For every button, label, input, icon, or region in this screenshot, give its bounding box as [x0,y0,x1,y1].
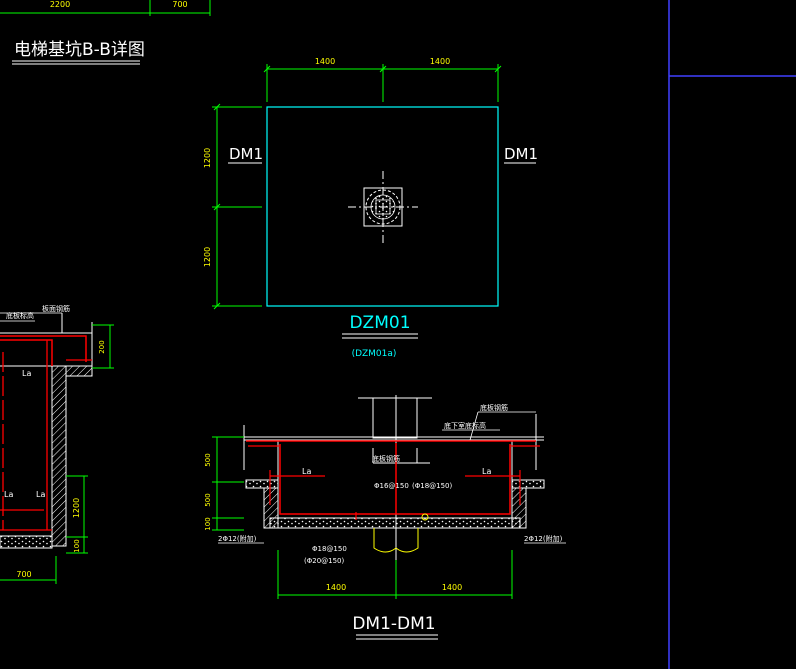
section-note-level: 底下室底标高 [444,421,486,430]
plan-label-right: DM1 [504,145,538,163]
section-dm1: 底板钢筋 底下室底标高 底板钢筋 La La Φ16@150 (Φ18@150)… [204,395,566,640]
plan-dim-top-right: 1400 [430,57,450,66]
section-dim-left-1: 500 [204,453,212,466]
top-dim-left: 2200 [50,0,70,9]
section-dim-left-3: 100 [204,517,212,530]
left-detail: 板面钢筋 底板标高 La La La 200 1200 100 [0,304,114,584]
plan-label-left: DM1 [229,145,263,163]
drawing-frame [668,0,796,669]
plan-dim-top-left: 1400 [315,57,335,66]
plan-name: DZM01 [349,313,410,333]
left-dim-bottom: 700 [16,570,31,579]
section-la-right: La [482,467,491,476]
section-bar-right: 2Φ12(附加) [524,534,563,543]
top-partial-dimension: 2200 700 [0,0,211,16]
section-dim-bot-right: 1400 [442,583,462,592]
section-rebar-bot: Φ18@150 [312,545,347,553]
left-dim-right-mid: 1200 [72,498,81,518]
section-title: 电梯基坑B-B详图 [14,40,145,60]
plan-dim-left-top: 1200 [203,148,212,168]
section-rebar-main-alt: (Φ18@150) [412,482,453,490]
pit-outline [266,106,499,307]
left-dim-right-top: 200 [98,340,106,353]
left-la-right: La [36,490,45,499]
left-la-left: La [4,490,13,499]
section-dim-bot-left: 1400 [326,583,346,592]
left-dim-right-bot: 100 [73,539,81,552]
top-dim-right: 700 [172,0,187,9]
section-note-mid: 底板钢筋 [372,454,400,463]
section-dim-left-2: 500 [204,493,212,506]
section-title-dm1: DM1-DM1 [352,614,435,634]
left-la-top: La [22,369,31,378]
section-la-left: La [302,467,311,476]
left-note-top1: 板面钢筋 [42,304,70,313]
column-symbol [348,171,418,243]
section-rebar-bot-alt: (Φ20@150) [304,557,345,565]
plan-sub-name: (DZM01a) [352,349,397,359]
section-title-block: 电梯基坑B-B详图 [12,40,145,65]
section-bar-left: 2Φ12(附加) [218,534,257,543]
plan-dim-left-bottom: 1200 [203,247,212,267]
left-note-top2: 底板标高 [6,311,34,320]
section-rebar-main: Φ16@150 [374,482,409,490]
plan-view: 1400 1400 1200 1200 DM1 DM1 DZM01 [203,57,538,359]
section-note-top: 底板钢筋 [480,403,508,412]
